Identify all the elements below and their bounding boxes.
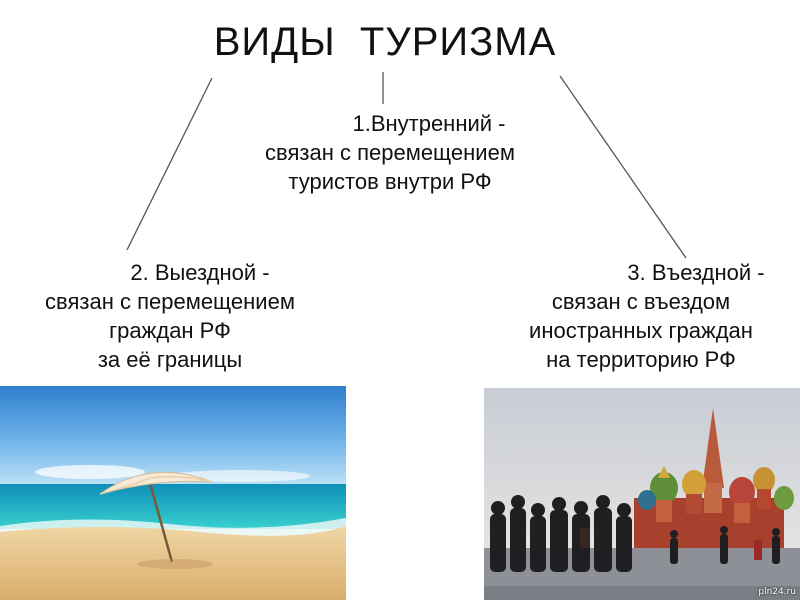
internal-desc-line-2: туристов внутри РФ bbox=[288, 169, 492, 194]
inbound-desc-line-2: иностранных граждан bbox=[529, 318, 753, 343]
inbound-heading: 3. Въездной - bbox=[627, 260, 765, 285]
watermark-text: pln24.ru bbox=[758, 587, 796, 597]
tourism-type-inbound: 3. Въездной - связан с въездом иностранн… bbox=[482, 258, 800, 374]
internal-heading: 1.Внутренний - bbox=[352, 111, 506, 136]
inbound-desc-line-3: на территорию РФ bbox=[546, 347, 736, 372]
connector-line-inbound bbox=[559, 75, 687, 259]
beach-photo bbox=[0, 386, 346, 600]
tourism-type-internal: 1.Внутренний - связан с перемещением тур… bbox=[200, 109, 580, 196]
inbound-desc-line-1: связан с въездом bbox=[551, 289, 731, 314]
outbound-heading: 2. Выездной - bbox=[130, 260, 270, 285]
tourism-type-outbound: 2. Выездной - связан с перемещением граж… bbox=[0, 258, 340, 374]
outbound-desc-line-2: граждан РФ bbox=[109, 318, 231, 343]
connector-line-outbound bbox=[126, 77, 213, 251]
moscow-cathedral-photo: pln24.ru bbox=[484, 388, 800, 600]
outbound-desc-line-3: за её границы bbox=[97, 347, 243, 372]
outbound-desc-line-1: связан с перемещением bbox=[45, 289, 295, 314]
internal-desc-line-1: связан с перемещением bbox=[265, 140, 515, 165]
page-title: ВИДЫ ТУРИЗМА bbox=[213, 20, 557, 64]
